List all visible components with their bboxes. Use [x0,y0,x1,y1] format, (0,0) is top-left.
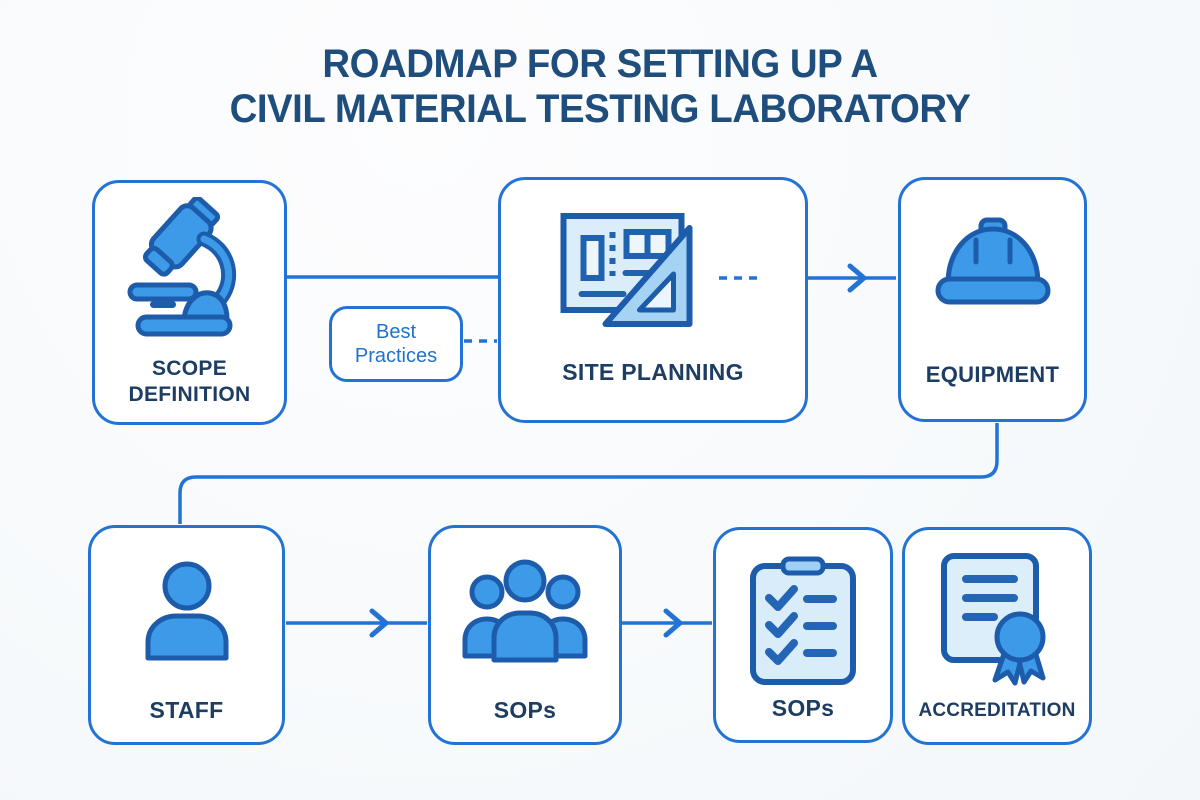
page-title: ROADMAP FOR SETTING UP A CIVIL MATERIAL … [24,42,1176,132]
blueprint-icon [560,210,735,350]
node-site-planning: SITE PLANNING [498,177,808,423]
node-label: STAFF [149,697,224,724]
node-sops-checklist: SOPs [713,527,893,743]
checklist-icon [747,554,859,691]
node-label: SITE PLANNING [562,359,744,386]
page-title-line1: ROADMAP FOR SETTING UP A [322,42,878,86]
node-label: EQUIPMENT [925,361,1060,387]
node-scope-definition: SCOPE DEFINITION [92,180,287,425]
node-label: SOPs [493,697,557,724]
page-title-line2: CIVIL MATERIAL TESTING LABORATORY [229,87,971,132]
team-icon [450,556,600,673]
person-icon [132,556,242,671]
microscope-icon [120,195,260,352]
node-label: ACCREDITATION [918,700,1076,722]
node-label: SCOPE DEFINITION [128,356,251,406]
node-sops-team: SOPs [428,525,622,745]
node-staff: STAFF [88,525,285,745]
node-label: SOPs [771,695,835,722]
node-accreditation: ACCREDITATION [902,527,1092,745]
certificate-icon [936,550,1058,691]
best-practices-callout: Best Practices [329,306,463,382]
node-equipment: EQUIPMENT [898,177,1087,422]
hard-hat-icon [928,216,1058,321]
